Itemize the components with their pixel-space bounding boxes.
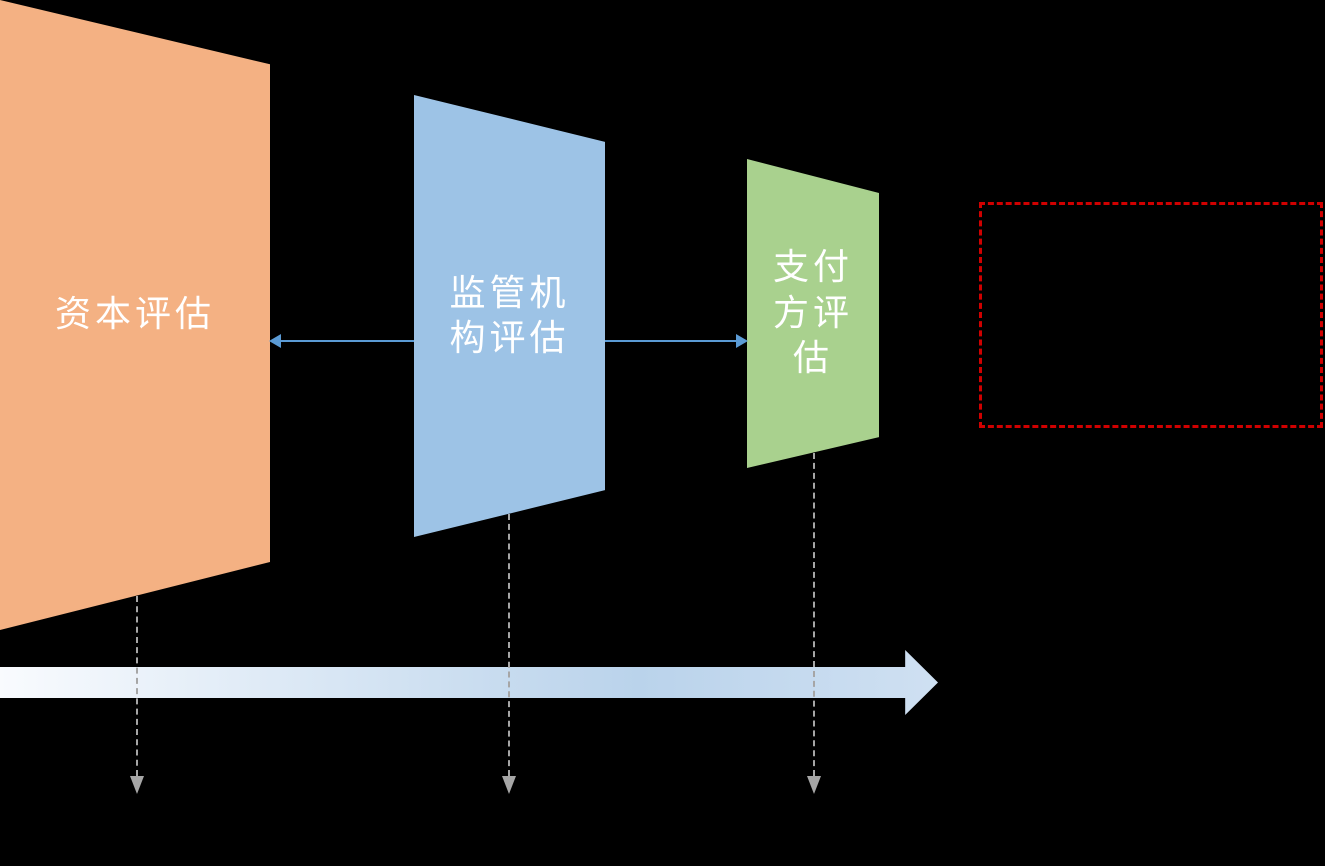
stage-regulator-assessment-trapezoid: 监管机 构评估 <box>414 95 605 537</box>
stage-payer-assessment-trapezoid: 支付 方评 估 <box>747 159 879 468</box>
stage-regulator-assessment-label: 监管机 构评估 <box>449 272 570 359</box>
drop-arrow-payer-line <box>813 453 815 776</box>
highlight-box <box>979 202 1323 428</box>
drop-arrow-regulator-line <box>508 514 510 776</box>
down-arrowhead-icon <box>502 776 516 794</box>
drop-arrow-capital-line <box>136 596 138 776</box>
connector-regulator-to-capital-line <box>278 340 414 342</box>
left-arrowhead-icon <box>269 334 281 348</box>
down-arrowhead-icon <box>807 776 821 794</box>
stage-capital-assessment-label: 资本评估 <box>54 294 215 336</box>
right-arrowhead-icon <box>736 334 748 348</box>
stage-capital-assessment-trapezoid: 资本评估 <box>0 0 270 630</box>
down-arrowhead-icon <box>130 776 144 794</box>
stage-payer-assessment-label: 支付 方评 估 <box>772 247 853 380</box>
timeline-gradient-arrow <box>0 650 938 715</box>
connector-regulator-to-payer-line <box>605 340 736 342</box>
